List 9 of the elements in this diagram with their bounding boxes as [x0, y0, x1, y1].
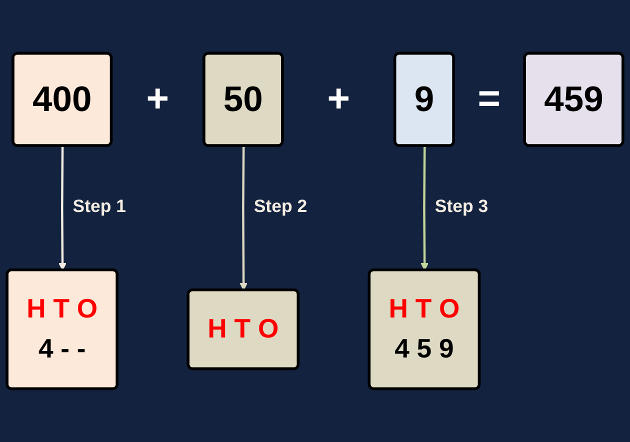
operator-symbol: + [327, 80, 350, 119]
edge-label: Step 1 [72, 197, 126, 217]
arrow [240, 146, 248, 291]
arrow [58, 146, 66, 271]
operator-symbol: + [146, 80, 169, 119]
arrow [420, 146, 429, 271]
edge-label: Step 3 [434, 197, 488, 217]
operator-symbol: = [478, 80, 500, 119]
edge-label: Step 2 [254, 197, 308, 217]
